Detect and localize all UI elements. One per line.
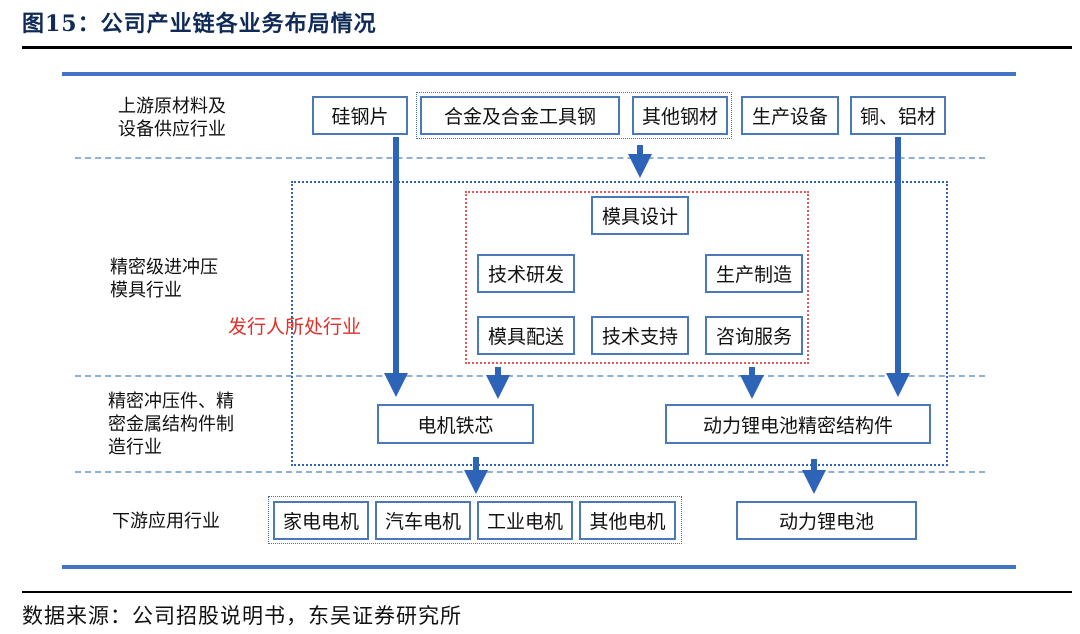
manufacturing-box: 生产制造 [705, 254, 803, 293]
mold-delivery-box: 模具配送 [477, 316, 575, 355]
alloy-steel-group [416, 92, 732, 139]
other-steel-box: 其他钢材 [632, 96, 728, 135]
mold-services-group [465, 191, 809, 364]
footer-rule [22, 591, 1072, 593]
separator-3 [75, 471, 985, 473]
figure-title: 图15：公司产业链各业务布局情况 [22, 11, 377, 37]
row-label-upstream: 上游原材料及 设备供应行业 [118, 96, 226, 140]
title-rule [22, 46, 1072, 49]
separator-2 [75, 375, 985, 377]
copper-aluminum-box: 铜、铝材 [850, 96, 946, 135]
alloy-steel-box: 合金及合金工具钢 [420, 96, 620, 135]
silicon-steel-box: 硅钢片 [312, 96, 408, 135]
auto-motor-box: 汽车电机 [375, 501, 471, 540]
top-band [62, 72, 1016, 76]
separator-1 [75, 157, 985, 159]
industrial-motor-box: 工业电机 [477, 501, 573, 540]
other-motor-box: 其他电机 [579, 501, 676, 540]
issuer-industry-label: 发行人所处行业 [228, 316, 362, 338]
mold-design-box: 模具设计 [591, 196, 689, 235]
lithium-battery-box: 动力锂电池 [736, 501, 917, 540]
row-label-mold: 精密级进冲压 模具行业 [110, 257, 218, 301]
tech-rd-box: 技术研发 [477, 254, 575, 293]
row-label-parts: 精密冲压件、精 密金属结构件制 造行业 [108, 391, 234, 458]
source-note: 数据来源：公司招股说明书，东吴证券研究所 [22, 604, 462, 628]
equipment-box: 生产设备 [741, 96, 839, 135]
home-motor-box: 家电电机 [273, 501, 369, 540]
row-label-downstream: 下游应用行业 [112, 511, 220, 532]
battery-structure-box: 动力锂电池精密结构件 [665, 404, 931, 444]
tech-support-box: 技术支持 [591, 316, 689, 355]
consulting-box: 咨询服务 [705, 316, 803, 355]
bottom-band [62, 565, 1016, 569]
motor-group [268, 496, 682, 544]
issuer-industry-group [291, 181, 948, 466]
motor-core-box: 电机铁芯 [377, 404, 534, 444]
